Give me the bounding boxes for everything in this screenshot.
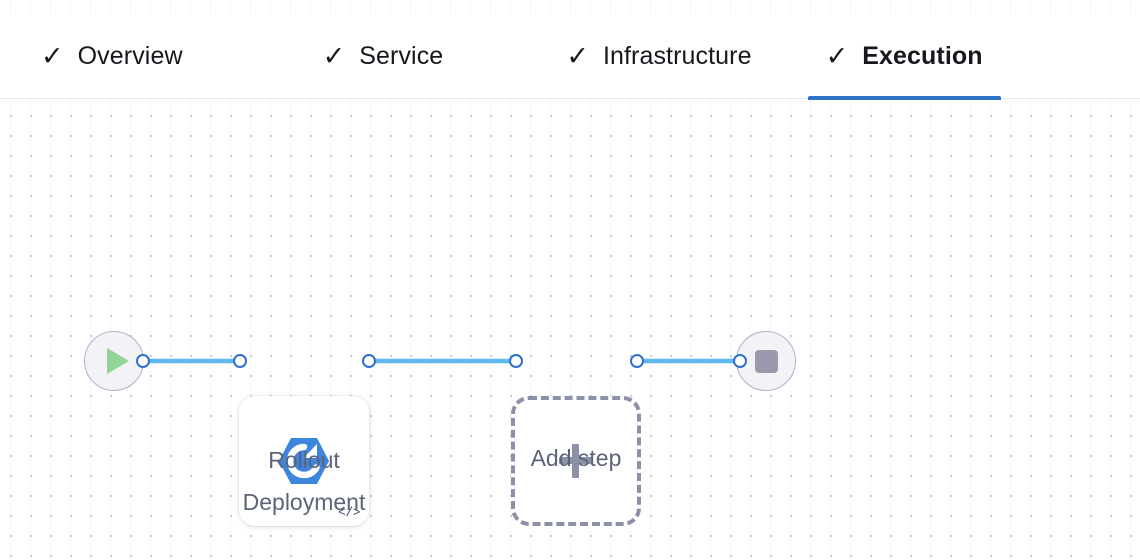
pipeline-canvas[interactable]: </> Rollout Deployment Add step — [0, 99, 1140, 560]
step-output-port[interactable] — [362, 354, 376, 368]
add-step-label: Add step — [530, 445, 622, 471]
check-icon: ✓ — [322, 40, 346, 71]
add-step-input-port[interactable] — [509, 354, 523, 368]
tab-execution[interactable]: ✓ Execution — [807, 14, 1001, 100]
check-icon: ✓ — [41, 40, 64, 71]
pipeline-stage-tabs: ✓ Overview ✓ Service ✓ Infrastructure ✓ … — [0, 14, 1140, 100]
tab-infrastructure[interactable]: ✓ Infrastructure — [548, 14, 769, 99]
tab-label: Service — [359, 41, 444, 70]
tab-label: Infrastructure — [602, 41, 752, 70]
start-node-output-port[interactable] — [136, 354, 150, 368]
step-label: Rollout Deployment — [242, 447, 366, 515]
end-node-circle — [736, 331, 796, 391]
stop-icon — [754, 349, 778, 373]
tab-label: Execution — [862, 41, 983, 70]
add-step-node[interactable] — [511, 396, 641, 526]
add-step-output-port[interactable] — [630, 354, 644, 368]
end-node[interactable] — [736, 331, 796, 391]
plus-icon — [559, 444, 593, 478]
play-icon — [106, 348, 129, 374]
check-icon: ✓ — [825, 40, 849, 71]
tab-label: Overview — [77, 41, 183, 70]
start-node-circle — [84, 331, 144, 391]
pipeline-edges — [140, 358, 743, 364]
add-step-card[interactable] — [511, 396, 641, 526]
code-icon[interactable]: </> — [338, 505, 360, 520]
step-input-port[interactable] — [233, 354, 247, 368]
step-card[interactable]: </> — [239, 396, 369, 526]
rollout-deployment-step[interactable]: </> — [239, 396, 369, 526]
check-icon: ✓ — [566, 40, 589, 71]
tab-overview[interactable]: ✓ Overview — [23, 14, 201, 99]
tab-service[interactable]: ✓ Service — [305, 14, 462, 99]
rollout-deployment-icon — [279, 438, 329, 484]
start-node[interactable] — [84, 331, 144, 391]
end-node-input-port[interactable] — [733, 354, 747, 368]
